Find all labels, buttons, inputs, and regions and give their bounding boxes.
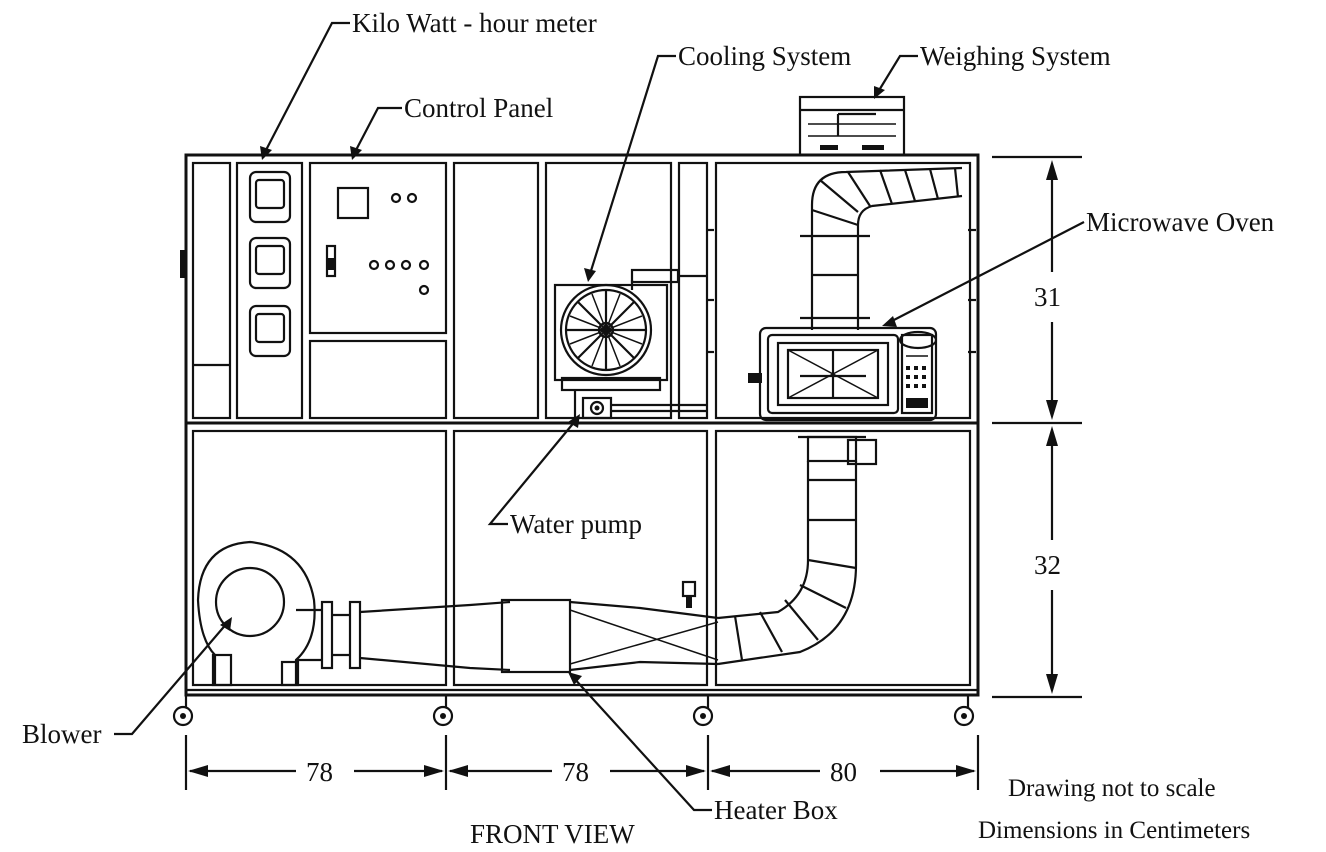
- water-pump-unit: [573, 390, 706, 420]
- label-heater-box: Heater Box: [714, 795, 838, 825]
- dimension-width-left: 78: [306, 757, 333, 787]
- microwave-oven-unit: [748, 326, 938, 422]
- dimension-upper-height: 31: [1034, 282, 1061, 312]
- cooling-system-unit: [553, 268, 708, 392]
- label-blower: Blower: [22, 719, 101, 749]
- label-weighing-system: Weighing System: [920, 41, 1111, 71]
- dimension-lower-height: 32: [1034, 550, 1061, 580]
- lower-duct: [717, 435, 878, 666]
- caster-wheels: [172, 695, 975, 727]
- control-panel-controls: [325, 186, 430, 296]
- dimension-width-right: 80: [830, 757, 857, 787]
- label-water-pump: Water pump: [510, 509, 642, 539]
- blower-unit: [196, 540, 719, 687]
- upper-duct: [800, 166, 963, 330]
- label-control-panel: Control Panel: [404, 93, 553, 123]
- dimension-lines: 31 32 78 78 80: [184, 155, 1082, 790]
- label-kwh-meter: Kilo Watt - hour meter: [352, 8, 597, 38]
- leader-lines: [114, 21, 1085, 812]
- label-cooling-system: Cooling System: [678, 41, 851, 71]
- caption-front-view: FRONT VIEW: [470, 819, 635, 849]
- kwh-meters: [248, 170, 292, 358]
- weighing-system-unit: [798, 95, 906, 157]
- note-dimensions-units: Dimensions in Centimeters: [978, 817, 1250, 844]
- dimension-width-middle: 78: [562, 757, 589, 787]
- note-not-to-scale: Drawing not to scale: [1008, 775, 1216, 802]
- label-microwave-oven: Microwave Oven: [1086, 207, 1275, 237]
